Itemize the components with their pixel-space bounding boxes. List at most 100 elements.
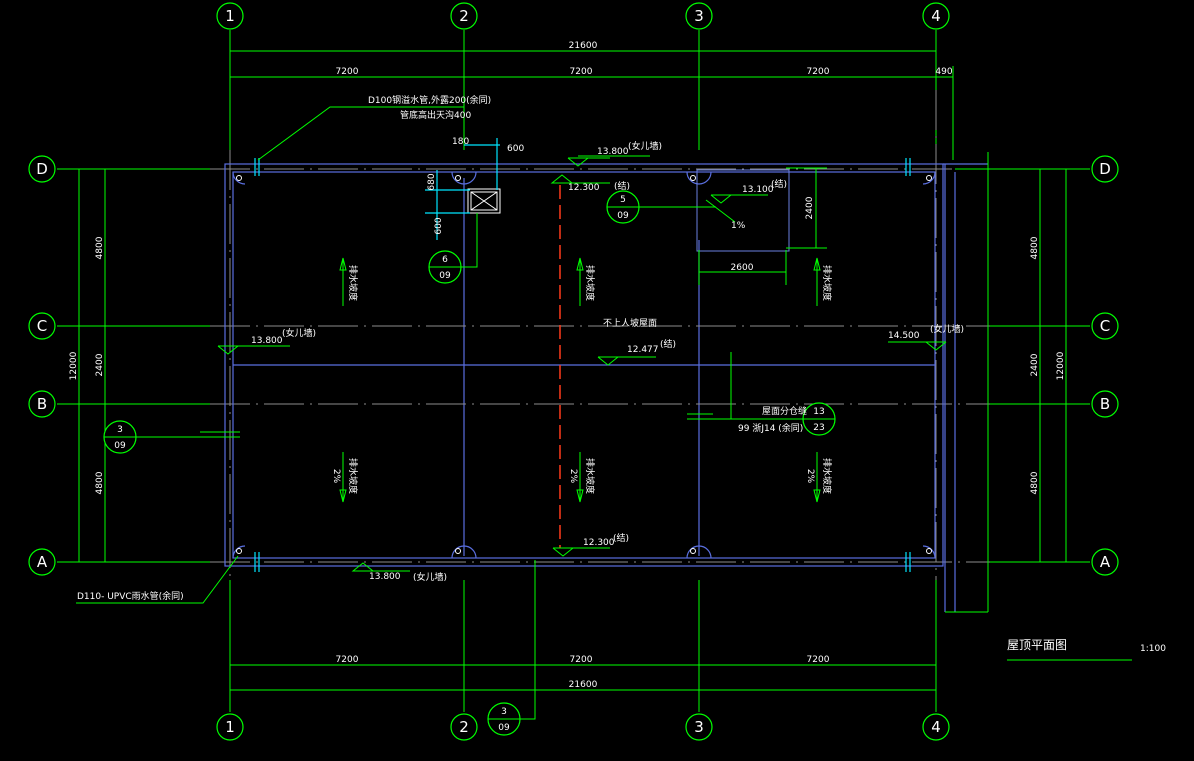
- svg-text:排水坡度: 排水坡度: [584, 458, 596, 494]
- svg-text:C: C: [37, 317, 47, 335]
- svg-text:(结): (结): [614, 180, 630, 192]
- svg-text:C: C: [1100, 317, 1110, 335]
- axis-bubble-D-left: D: [28, 155, 56, 183]
- dim-bay-bottom-1: 7200: [336, 655, 359, 665]
- svg-text:2%: 2%: [331, 469, 341, 484]
- svg-text:2: 2: [459, 7, 469, 25]
- axis-bubble-D-right: D: [1091, 155, 1119, 183]
- svg-text:1: 1: [225, 7, 235, 25]
- axis-bubble-1-bottom: 1: [216, 713, 244, 741]
- svg-text:排水坡度: 排水坡度: [821, 265, 833, 301]
- roof-hatch-icon: [425, 138, 501, 240]
- elevation-marker: 13.800(女儿墙): [567, 140, 662, 167]
- svg-text:4: 4: [931, 7, 941, 25]
- elevation-marker: 12.300(结): [552, 532, 629, 557]
- slope-arrow-up: 排水坡度: [813, 257, 833, 306]
- svg-text:(结): (结): [660, 338, 676, 350]
- roof-drains: [232, 158, 936, 572]
- axis-bubble-C-left: C: [28, 312, 56, 340]
- svg-text:09: 09: [439, 271, 451, 281]
- roof-joint-note: 屋面分仓缝: [762, 405, 807, 417]
- dim-skylight-2400: 2400: [805, 196, 815, 219]
- dim-600: 600: [507, 144, 524, 154]
- dimension-lines: [78, 50, 1067, 691]
- slope-arrow-down: 排水坡度 2%: [331, 452, 359, 503]
- svg-text:2%: 2%: [805, 469, 815, 484]
- dim-total-bottom: 21600: [569, 680, 598, 690]
- svg-text:3: 3: [117, 425, 123, 435]
- drawing-scale: 1:100: [1140, 644, 1166, 654]
- dim-left-3: 4800: [95, 471, 105, 494]
- svg-text:(女儿墙): (女儿墙): [282, 327, 316, 339]
- skylight-outline: [696, 167, 827, 285]
- parapet-walls: [224, 152, 989, 613]
- axis-bubble-1-top: 1: [216, 2, 244, 30]
- svg-text:14.500: 14.500: [888, 331, 920, 341]
- detail-ref-5-09: 509 (结): [606, 180, 716, 224]
- slope-arrow-down: 排水坡度 2%: [805, 452, 833, 503]
- svg-text:13.800: 13.800: [251, 336, 283, 346]
- svg-text:B: B: [37, 395, 47, 413]
- svg-text:3: 3: [694, 7, 704, 25]
- svg-text:(女儿墙): (女儿墙): [930, 323, 964, 335]
- dim-left-2: 2400: [95, 353, 105, 376]
- overflow-pipe-note: D100钢溢水管,外露200(余同): [368, 94, 491, 106]
- svg-text:23: 23: [813, 423, 824, 433]
- svg-text:13.800: 13.800: [597, 147, 629, 157]
- axis-bubble-4-top: 4: [922, 2, 950, 30]
- svg-text:排水坡度: 排水坡度: [821, 458, 833, 494]
- detail-ref-13-23: 13 23: [687, 352, 836, 436]
- downpipe-note: D110- UPVC雨水管(余同): [77, 590, 184, 602]
- roof-type-note: 不上人坡屋面: [603, 317, 657, 329]
- svg-text:1: 1: [225, 718, 235, 736]
- detail-ref-6-09: 6 09: [428, 213, 478, 284]
- dim-600-vertical: 600: [434, 217, 444, 234]
- svg-text:12.477: 12.477: [627, 345, 659, 355]
- svg-text:2: 2: [459, 718, 469, 736]
- svg-text:3: 3: [501, 707, 507, 717]
- downpipe-leader: [76, 555, 239, 604]
- axis-bubble-C-right: C: [1091, 312, 1119, 340]
- svg-text:4: 4: [931, 718, 941, 736]
- axis-bubble-2-top: 2: [450, 2, 478, 30]
- elevation-marker: 12.477(结): [597, 338, 676, 366]
- dim-skylight-2600: 2600: [731, 263, 754, 273]
- svg-text:12.300: 12.300: [568, 183, 600, 193]
- dim-total-right: 12000: [1056, 351, 1066, 380]
- elevation-marker: 13.800(女儿墙): [217, 327, 316, 355]
- svg-text:2%: 2%: [568, 469, 578, 484]
- svg-text:13: 13: [813, 407, 824, 417]
- svg-text:(女儿墙): (女儿墙): [628, 140, 662, 152]
- slope-arrow-up: 排水坡度: [339, 257, 359, 306]
- axis-bubble-B-right: B: [1091, 390, 1119, 418]
- axis-lines: [57, 30, 1090, 712]
- elevation-marker: 13.800(女儿墙): [351, 562, 447, 583]
- svg-text:6: 6: [442, 255, 448, 265]
- axis-bubble-B-left: B: [28, 390, 56, 418]
- dim-right-2: 2400: [1030, 353, 1040, 376]
- dim-bay-top-2: 7200: [570, 67, 593, 77]
- overflow-pipe-note-2: 管底高出天沟400: [400, 109, 471, 121]
- slope-arrow-down: 排水坡度 2%: [568, 452, 596, 503]
- svg-text:D: D: [36, 160, 48, 178]
- svg-text:09: 09: [617, 211, 629, 221]
- svg-text:(结): (结): [613, 532, 629, 544]
- dim-right-1: 4800: [1030, 236, 1040, 259]
- svg-text:13.800: 13.800: [369, 572, 401, 582]
- detail-ref-3-09-left: 309: [103, 420, 240, 454]
- dim-right-3: 4800: [1030, 471, 1040, 494]
- svg-text:(结): (结): [771, 178, 787, 190]
- dim-left-1: 4800: [95, 236, 105, 259]
- svg-text:3: 3: [694, 718, 704, 736]
- elevation-marker: 13.100(结): [710, 178, 787, 204]
- svg-text:09: 09: [498, 723, 510, 733]
- axis-bubble-3-top: 3: [685, 2, 713, 30]
- svg-text:排水坡度: 排水坡度: [347, 458, 359, 494]
- svg-text:13.100: 13.100: [742, 185, 774, 195]
- dim-180: 180: [452, 137, 469, 147]
- dim-total-top: 21600: [569, 41, 598, 51]
- roof-joint-spec: 99 浙J14 (余同): [738, 422, 803, 434]
- axis-bubble-3-bottom: 3: [685, 713, 713, 741]
- dim-680: 680: [427, 173, 437, 190]
